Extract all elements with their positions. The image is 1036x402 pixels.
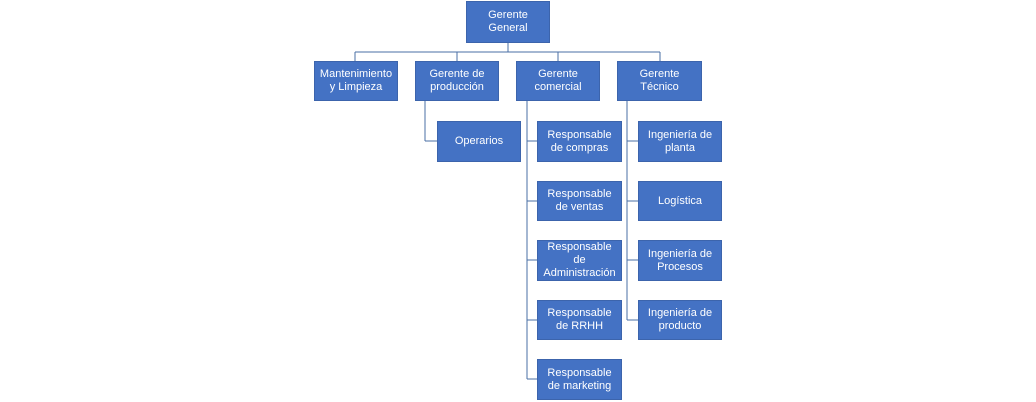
node-responsable-rrhh: Responsable de RRHH (537, 300, 622, 340)
node-responsable-marketing: Responsable de marketing (537, 359, 622, 400)
node-ingenieria-planta: Ingeniería de planta (638, 121, 722, 162)
node-responsable-compras: Responsable de compras (537, 121, 622, 162)
node-ingenieria-producto: Ingeniería de producto (638, 300, 722, 340)
node-logistica: Logística (638, 181, 722, 221)
node-responsable-ventas: Responsable de ventas (537, 181, 622, 221)
node-responsable-administracion: Responsable de Administración (537, 240, 622, 281)
node-gerente-produccion: Gerente de producción (415, 61, 499, 101)
node-gerente-comercial: Gerente comercial (516, 61, 600, 101)
node-gerente-general: Gerente General (466, 1, 550, 43)
node-gerente-tecnico: Gerente Técnico (617, 61, 702, 101)
node-operarios: Operarios (437, 121, 521, 162)
node-ingenieria-procesos: Ingeniería de Procesos (638, 240, 722, 281)
node-mantenimiento-limpieza: Mantenimiento y Limpieza (314, 61, 398, 101)
